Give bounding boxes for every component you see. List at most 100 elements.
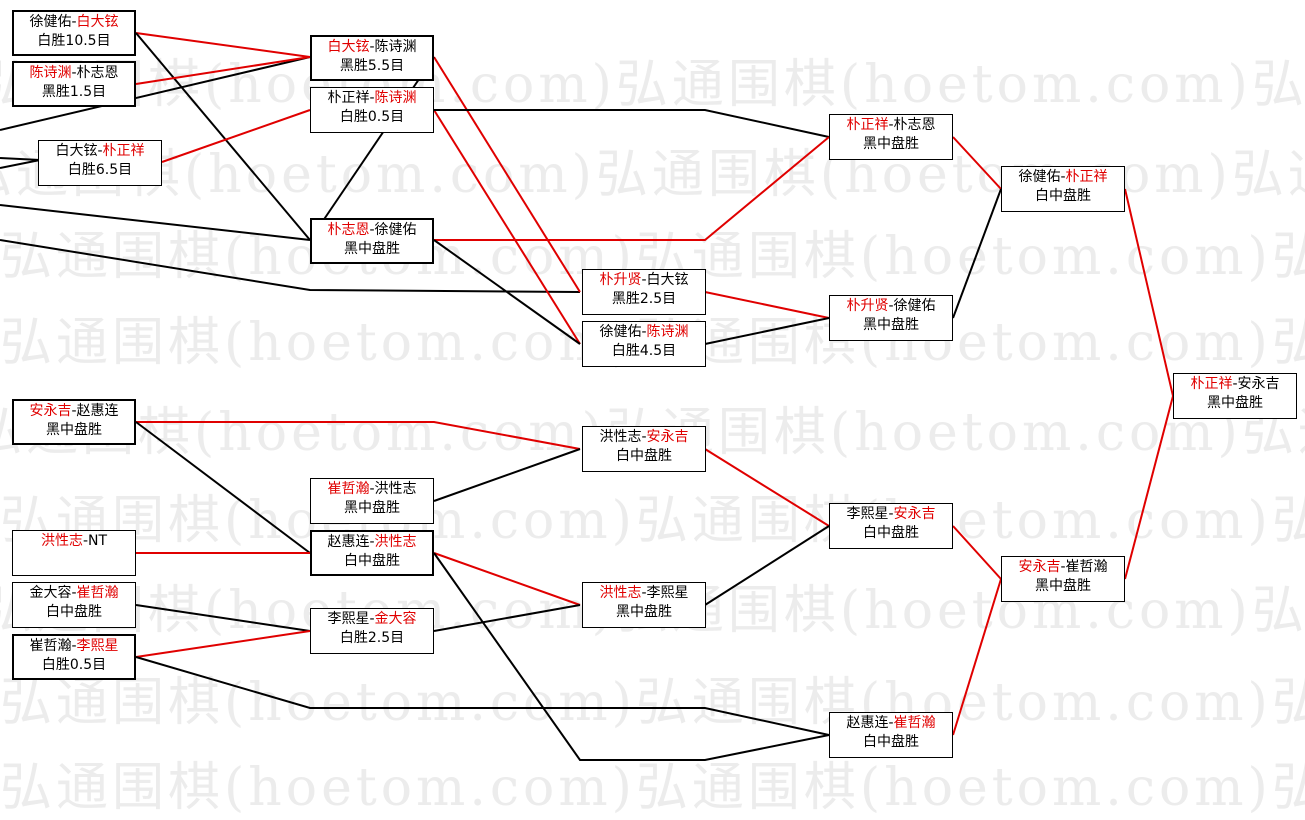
match-result: 白中盘胜 <box>863 525 919 541</box>
player-black: 朴正祥 <box>846 117 889 133</box>
player-separator: - <box>888 715 894 731</box>
match-box[interactable]: 安永吉-赵惠连黑中盘胜 <box>12 399 136 445</box>
player-black: 金大容 <box>29 585 72 601</box>
match-result: 白胜0.5目 <box>339 109 405 125</box>
player-black: 崔哲瀚 <box>29 638 72 654</box>
player-separator: - <box>888 117 894 133</box>
loser-connector <box>0 204 311 241</box>
match-result: 白中盘胜 <box>863 734 919 750</box>
match-players: 陈诗渊-朴志恩 <box>14 64 134 83</box>
player-separator: - <box>71 638 77 654</box>
player-black: 徐健佑 <box>1018 169 1061 185</box>
winner-connector <box>704 448 830 527</box>
winner-connector <box>952 578 1002 736</box>
match-players: 崔哲瀚-李熙星 <box>14 637 134 656</box>
match-players: 朴升贤-徐健佑 <box>830 297 952 316</box>
match-players: 白大铉-朴正祥 <box>39 142 161 161</box>
match-box[interactable]: 李熙星-安永吉白中盘胜 <box>829 503 953 549</box>
match-box[interactable]: 金大容-崔哲瀚白中盘胜 <box>12 582 136 628</box>
loser-connector <box>135 656 830 736</box>
loser-connector <box>0 157 41 161</box>
player-separator: - <box>641 585 647 601</box>
match-result: 白胜4.5目 <box>611 343 677 359</box>
loser-connector <box>952 188 1002 319</box>
player-white: 崔哲瀚 <box>76 585 119 601</box>
match-players: 安永吉-崔哲瀚 <box>1002 558 1124 577</box>
player-separator: - <box>369 222 375 238</box>
match-box[interactable]: 赵惠连-洪性志白中盘胜 <box>310 530 434 576</box>
match-players: 安永吉-赵惠连 <box>14 402 134 421</box>
match-box[interactable]: 朴正祥-陈诗渊白胜0.5目 <box>310 87 434 133</box>
match-box[interactable]: 朴正祥-朴志恩黑中盘胜 <box>829 114 953 160</box>
bracket-connector-lines <box>0 32 1174 761</box>
winner-connector <box>135 630 311 658</box>
player-white: 朴正祥 <box>1065 169 1108 185</box>
match-box[interactable]: 徐健佑-朴正祥白中盘胜 <box>1001 166 1125 212</box>
match-box[interactable]: 崔哲瀚-洪性志黑中盘胜 <box>310 478 434 524</box>
match-result: 白胜2.5目 <box>339 630 405 646</box>
match-players: 赵惠连-洪性志 <box>312 533 432 552</box>
player-white: 徐健佑 <box>893 298 936 314</box>
winner-connector <box>135 32 311 58</box>
match-box[interactable]: 白大铉-陈诗渊黑胜5.5目 <box>310 35 434 81</box>
winner-connector <box>704 291 830 319</box>
winner-connector <box>1124 395 1174 580</box>
match-box[interactable]: 赵惠连-崔哲瀚白中盘胜 <box>829 712 953 758</box>
player-black: 洪性志 <box>599 429 642 445</box>
player-white: 崔哲瀚 <box>893 715 936 731</box>
match-box[interactable]: 朴升贤-徐健佑黑中盘胜 <box>829 295 953 341</box>
player-white: 白大铉 <box>646 272 689 288</box>
player-black: 徐健佑 <box>29 14 72 30</box>
loser-connector <box>309 56 435 241</box>
player-separator: - <box>888 506 894 522</box>
player-separator: - <box>369 481 375 497</box>
match-box[interactable]: 白大铉-朴正祥白胜6.5目 <box>38 140 162 186</box>
player-white: 安永吉 <box>893 506 936 522</box>
match-players: 朴正祥-安永吉 <box>1174 375 1296 394</box>
player-white: 赵惠连 <box>76 403 119 419</box>
player-white: 朴志恩 <box>893 117 936 133</box>
match-result: 黑中盘胜 <box>1035 578 1091 594</box>
loser-connector <box>433 448 581 502</box>
player-white: 白大铉 <box>76 14 119 30</box>
match-result: 白中盘胜 <box>1035 188 1091 204</box>
player-white: 洪性志 <box>374 534 417 550</box>
loser-connector <box>0 239 581 293</box>
player-black: 安永吉 <box>29 403 72 419</box>
loser-connector <box>135 421 311 554</box>
match-players: 金大容-崔哲瀚 <box>13 584 135 603</box>
match-box[interactable]: 朴升贤-白大铉黑胜2.5目 <box>582 269 706 315</box>
player-separator: - <box>641 272 647 288</box>
player-separator: - <box>71 14 77 30</box>
match-box[interactable]: 陈诗渊-朴志恩黑胜1.5目 <box>12 61 136 107</box>
match-box[interactable]: 安永吉-崔哲瀚黑中盘胜 <box>1001 556 1125 602</box>
match-result: 黑中盘胜 <box>344 500 400 516</box>
match-box[interactable]: 朴正祥-安永吉黑中盘胜 <box>1173 373 1297 419</box>
player-white: 金大容 <box>374 611 417 627</box>
match-box[interactable]: 崔哲瀚-李熙星白胜0.5目 <box>12 634 136 680</box>
player-separator: - <box>888 298 894 314</box>
player-black: 安永吉 <box>1018 559 1061 575</box>
match-result: 黑中盘胜 <box>1207 395 1263 411</box>
player-black: 赵惠连 <box>846 715 889 731</box>
match-box[interactable]: 徐健佑-陈诗渊白胜4.5目 <box>582 321 706 367</box>
match-box[interactable]: 洪性志-NT <box>12 530 136 576</box>
match-players: 赵惠连-崔哲瀚 <box>830 714 952 733</box>
match-box[interactable]: 徐健佑-白大铉白胜10.5目 <box>12 10 136 56</box>
match-players: 李熙星-金大容 <box>311 610 433 629</box>
match-box[interactable]: 洪性志-安永吉白中盘胜 <box>582 426 706 472</box>
player-white: 洪性志 <box>374 481 417 497</box>
player-black: 白大铉 <box>327 39 370 55</box>
loser-connector <box>0 56 311 131</box>
player-separator: - <box>71 585 77 601</box>
player-white: 安永吉 <box>1237 376 1280 392</box>
match-box[interactable]: 洪性志-李熙星黑中盘胜 <box>582 582 706 628</box>
winner-connector <box>952 525 1002 580</box>
player-separator: - <box>1232 376 1238 392</box>
player-black: 朴正祥 <box>327 90 370 106</box>
match-box[interactable]: 朴志恩-徐健佑黑中盘胜 <box>310 218 434 264</box>
loser-connector <box>433 552 830 761</box>
match-box[interactable]: 李熙星-金大容白胜2.5目 <box>310 608 434 654</box>
player-black: 朴升贤 <box>846 298 889 314</box>
match-players: 朴正祥-朴志恩 <box>830 116 952 135</box>
